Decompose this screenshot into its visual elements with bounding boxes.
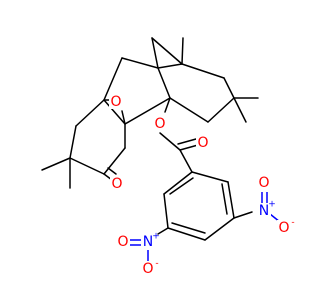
- bond: [191, 171, 229, 183]
- bond: [207, 97, 235, 123]
- structure-svg: O O O O N + O O - N + O O -: [41, 37, 295, 277]
- bond: [103, 99, 126, 125]
- carbon-skeleton: [41, 37, 259, 241]
- bond: [177, 138, 197, 145]
- bond: [121, 57, 159, 69]
- bond: [204, 217, 235, 241]
- nitro-left-oxygen-double-label: O: [117, 234, 128, 250]
- bond: [151, 37, 159, 69]
- nitro-left-nitrogen-label: N: [143, 234, 153, 250]
- bond: [69, 125, 77, 159]
- bond: [151, 37, 183, 65]
- bond: [121, 110, 126, 125]
- bond: [181, 63, 225, 79]
- bond: [171, 222, 206, 234]
- bond: [163, 171, 193, 195]
- molecule-diagram: O O O O N + O O - N + O O -: [41, 37, 295, 277]
- nitro-bonds: [129, 189, 281, 263]
- nitro-left-plus-charge: +: [152, 232, 160, 242]
- bond: [107, 167, 117, 175]
- bond: [227, 181, 235, 219]
- nitro-right-nitrogen-label: N: [259, 203, 269, 219]
- oxygen-bonds: [103, 97, 199, 181]
- bond: [103, 147, 126, 175]
- bond: [223, 77, 235, 99]
- bond: [69, 157, 105, 175]
- ester-oxygen-label: O: [154, 116, 165, 132]
- bond: [164, 97, 171, 113]
- bond: [163, 193, 169, 229]
- bond: [157, 67, 171, 99]
- bond: [159, 132, 181, 151]
- bond: [75, 99, 105, 127]
- carbonyl-oxygen-label: O: [197, 135, 208, 151]
- nitro-left-oxygen-single-label: O: [142, 261, 153, 277]
- nitro-right-plus-charge: +: [268, 200, 276, 210]
- bond: [167, 227, 206, 241]
- nitro-right-oxygen-single-label: O: [278, 220, 289, 236]
- bond: [169, 97, 209, 123]
- nitro-left-minus-charge: -: [155, 259, 158, 269]
- epoxide-oxygen-label: O: [110, 94, 121, 110]
- bond: [221, 183, 228, 215]
- bond-methyl: [233, 97, 247, 123]
- bond: [157, 63, 183, 69]
- bond-methyl: [41, 157, 71, 171]
- bond: [169, 177, 194, 195]
- bond: [179, 149, 193, 173]
- bond: [124, 97, 171, 125]
- bond: [157, 227, 169, 235]
- bond: [233, 211, 253, 219]
- ketone-oxygen-label: O: [111, 176, 122, 192]
- atom-labels: O O O O N + O O - N + O O -: [109, 93, 295, 277]
- bond: [103, 57, 123, 101]
- bond: [179, 144, 199, 151]
- bond-methyl: [181, 37, 184, 65]
- nitro-right-oxygen-double-label: O: [258, 175, 269, 191]
- nitro-right-minus-charge: -: [291, 218, 294, 228]
